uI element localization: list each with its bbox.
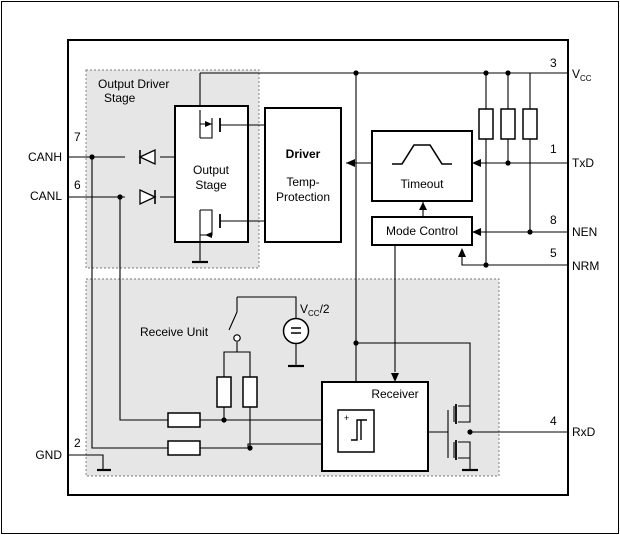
divider-resistor-left: [216, 376, 232, 408]
junction-dots: [89, 70, 533, 451]
output-driver-stage-label-2: Stage: [104, 91, 136, 105]
canh-diode-icon: [138, 148, 156, 166]
canl-input-resistor: [167, 412, 201, 428]
rxd-output-mosfets-icon: [447, 404, 471, 460]
output-high-mosfet-icon: [199, 110, 265, 139]
nrm-arrow: [458, 248, 466, 257]
pullup-resistor-nen: [522, 108, 538, 140]
pin-label-vcc: VCC: [572, 67, 592, 83]
receive-switch-icon: [228, 311, 241, 342]
driver-input-arrow: [346, 159, 355, 167]
receive-unit-label: Receive Unit: [140, 325, 209, 339]
receiver-mode-arrow: [391, 373, 399, 382]
pin-label-nrm: NRM: [572, 259, 599, 273]
txd-arrow: [472, 159, 481, 167]
receive-unit-region: [85, 278, 500, 477]
canl-diode-icon: [139, 188, 157, 206]
pin-number-canh: 7: [74, 130, 81, 144]
output-driver-stage-label-1: Output Driver: [98, 77, 169, 91]
pullup-resistor-nrm: [478, 108, 494, 140]
pin-number-nen: 8: [550, 213, 557, 227]
timeout-label: Timeout: [401, 177, 445, 191]
pin-number-gnd: 2: [74, 436, 81, 450]
vcc-half-source-icon: [282, 317, 310, 345]
receiver-label: Receiver: [371, 387, 418, 401]
output-low-mosfet-icon: [199, 209, 265, 243]
divider-resistor-right: [242, 376, 258, 408]
mode-control-block: [371, 216, 473, 246]
vcc-half-label: VCC/2: [300, 302, 330, 318]
pin-number-nrm: 5: [550, 246, 557, 260]
temp-protection-label-1: Temp-: [286, 175, 319, 189]
arrowheads: [346, 159, 481, 382]
output-stage-label-2: Stage: [195, 178, 227, 192]
pin-number-vcc: 3: [550, 56, 557, 70]
pin-label-canl: CANL: [30, 189, 62, 203]
pin-number-canl: 6: [74, 178, 81, 192]
timeout-pulse-icon: [392, 144, 452, 165]
timeout-block: [371, 130, 473, 202]
driver-block: [264, 107, 342, 243]
schmitt-trigger-icon: [351, 419, 367, 441]
canh-input-resistor: [167, 440, 201, 456]
mode-to-timeout-arrow: [419, 202, 427, 210]
pullup-resistor-txd: [500, 108, 516, 140]
comparator-block: [337, 409, 375, 453]
driver-label: Driver: [286, 147, 321, 161]
pin-label-canh: CANH: [28, 150, 62, 164]
comparator-plus-sign: +: [344, 413, 349, 423]
pin-label-txd: TxD: [572, 156, 594, 170]
pin-number-rxd: 4: [550, 414, 557, 428]
pin-label-gnd: GND: [35, 448, 62, 462]
output-stage-label-1: Output: [193, 163, 230, 177]
nen-arrow: [472, 228, 481, 236]
pin-label-rxd: RxD: [572, 425, 596, 439]
pin-number-txd: 1: [550, 142, 557, 156]
pin-label-nen: NEN: [572, 225, 597, 239]
temp-protection-label-2: Protection: [276, 190, 330, 204]
mode-control-label: Mode Control: [386, 224, 458, 238]
